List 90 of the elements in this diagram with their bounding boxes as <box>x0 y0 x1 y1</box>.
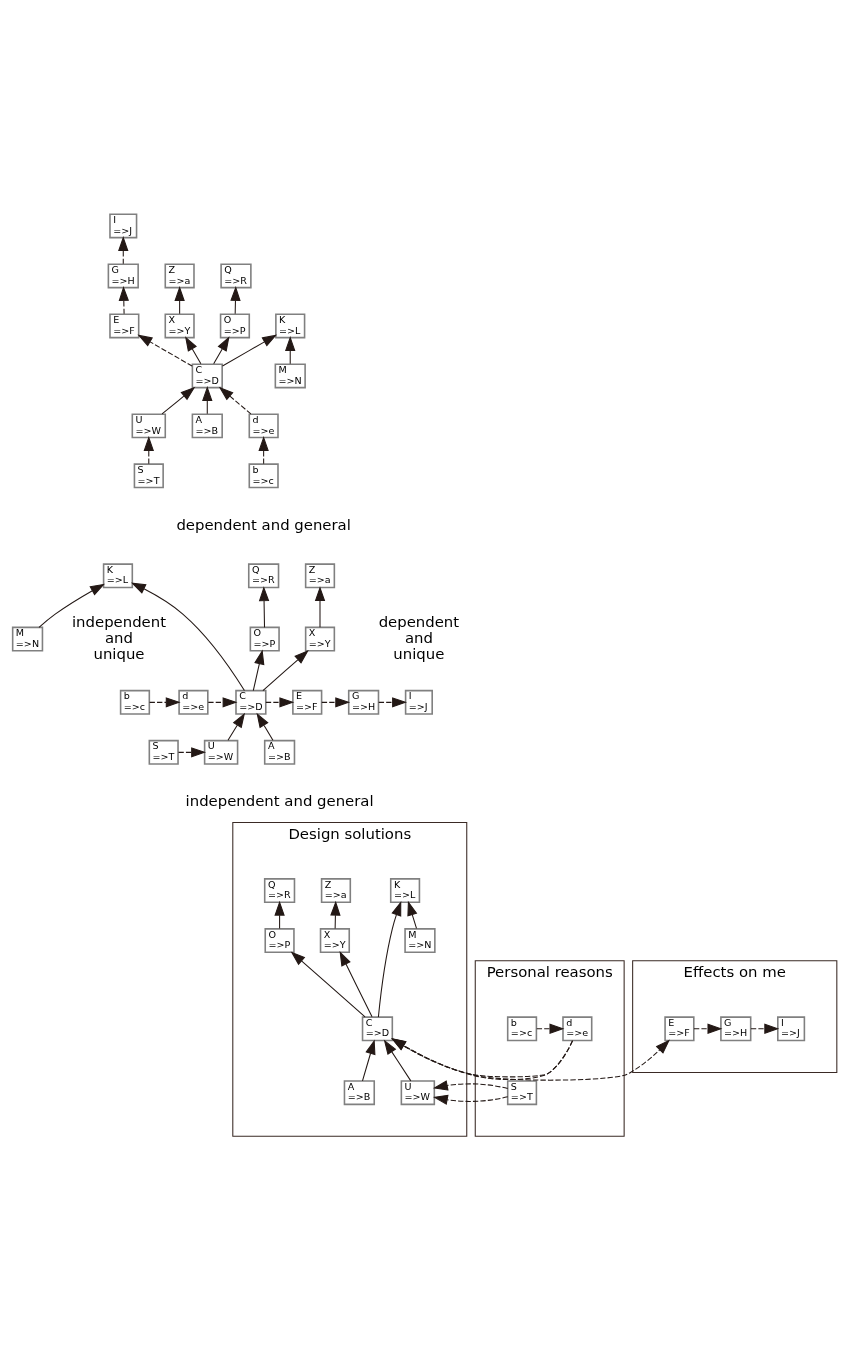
arrow <box>143 435 154 464</box>
node-box: A =>B <box>343 1079 376 1105</box>
node-box: d =>e <box>562 1015 593 1041</box>
node-box: K =>L <box>275 312 306 338</box>
arrow <box>258 585 270 628</box>
label: independent and unique <box>72 612 167 663</box>
arrow <box>392 1037 670 1081</box>
node-box: Z =>a <box>304 562 336 588</box>
arrow <box>407 900 418 929</box>
arrow <box>432 1079 509 1105</box>
node-box: O =>P <box>264 927 295 953</box>
arrow <box>230 285 241 314</box>
node-box: S =>T <box>148 739 179 765</box>
node-box: b =>c <box>506 1015 538 1041</box>
node-box: O =>P <box>219 312 251 338</box>
arrow <box>285 335 296 364</box>
arrow <box>314 585 326 628</box>
node-box: X =>Y <box>304 626 336 652</box>
node-box: S =>T <box>506 1079 538 1105</box>
arrow <box>330 900 341 929</box>
node-box: C =>D <box>361 1015 394 1041</box>
arrow <box>137 334 193 367</box>
node-box: U =>W <box>203 739 239 765</box>
node-box: U =>W <box>400 1079 436 1105</box>
node-box: U =>W <box>131 412 167 438</box>
arrow <box>256 712 274 741</box>
arrow <box>339 950 373 1017</box>
arrow <box>258 435 269 464</box>
node-box: K =>L <box>102 562 134 588</box>
node-box: K =>L <box>389 877 421 903</box>
arrow <box>218 386 252 414</box>
node-box: Q =>R <box>220 262 252 288</box>
node-box: C =>D <box>235 689 267 715</box>
arrow <box>118 285 129 314</box>
node-box: Q =>R <box>263 877 296 903</box>
arrow <box>185 335 202 364</box>
arrow <box>321 696 351 708</box>
node-box: O =>P <box>249 626 280 652</box>
node-box: C =>D <box>191 362 223 388</box>
arrow <box>252 649 265 691</box>
label: dependent and general <box>176 515 351 534</box>
node-box: G =>H <box>720 1015 752 1041</box>
node-box: E =>F <box>109 312 140 338</box>
arrow <box>265 696 295 708</box>
arrow <box>149 696 181 708</box>
node-box: I =>J <box>777 1015 806 1041</box>
node-box: d =>e <box>178 689 209 715</box>
arrow <box>130 581 245 691</box>
node-box: M =>N <box>404 927 436 953</box>
arrow <box>177 746 207 758</box>
node-box: Q =>R <box>247 562 280 588</box>
node-box: I =>J <box>404 689 433 715</box>
node-box: Z =>a <box>164 262 195 288</box>
node-box: b =>c <box>119 689 151 715</box>
arrow <box>161 386 196 414</box>
arrow <box>361 1038 376 1081</box>
node-box: E =>F <box>664 1015 695 1041</box>
node-box: b =>c <box>248 462 279 488</box>
node-box: d =>e <box>248 412 279 438</box>
node-box: A =>B <box>191 412 223 438</box>
arrow <box>202 385 213 414</box>
node-box: Z =>a <box>320 877 352 903</box>
arrow <box>207 696 238 708</box>
arrow <box>383 1039 412 1081</box>
node-box: M =>N <box>11 626 44 652</box>
node-box: X =>Y <box>319 927 351 953</box>
arrow <box>693 1023 723 1034</box>
node-box: X =>Y <box>164 312 195 338</box>
arrow <box>38 583 105 628</box>
node-box: M =>N <box>274 362 306 388</box>
arrow <box>213 335 230 364</box>
arrow <box>378 696 407 708</box>
node-box: A =>B <box>263 739 296 765</box>
arrow <box>262 649 309 691</box>
label: independent and general <box>185 791 374 810</box>
node-box: I =>J <box>109 212 138 238</box>
arrow <box>118 235 129 264</box>
arrow <box>290 950 366 1017</box>
arrow <box>750 1023 780 1034</box>
node-box: E =>F <box>292 689 323 715</box>
arrow <box>174 285 185 314</box>
node-box: S =>T <box>133 462 164 488</box>
node-box: G =>H <box>107 262 139 288</box>
arrow <box>227 712 246 741</box>
arrow <box>391 1037 574 1080</box>
arrow <box>221 334 278 367</box>
arrow <box>536 1023 565 1034</box>
label: dependent and unique <box>378 612 460 663</box>
arrow <box>377 900 402 1017</box>
node-box: G =>H <box>347 689 380 715</box>
